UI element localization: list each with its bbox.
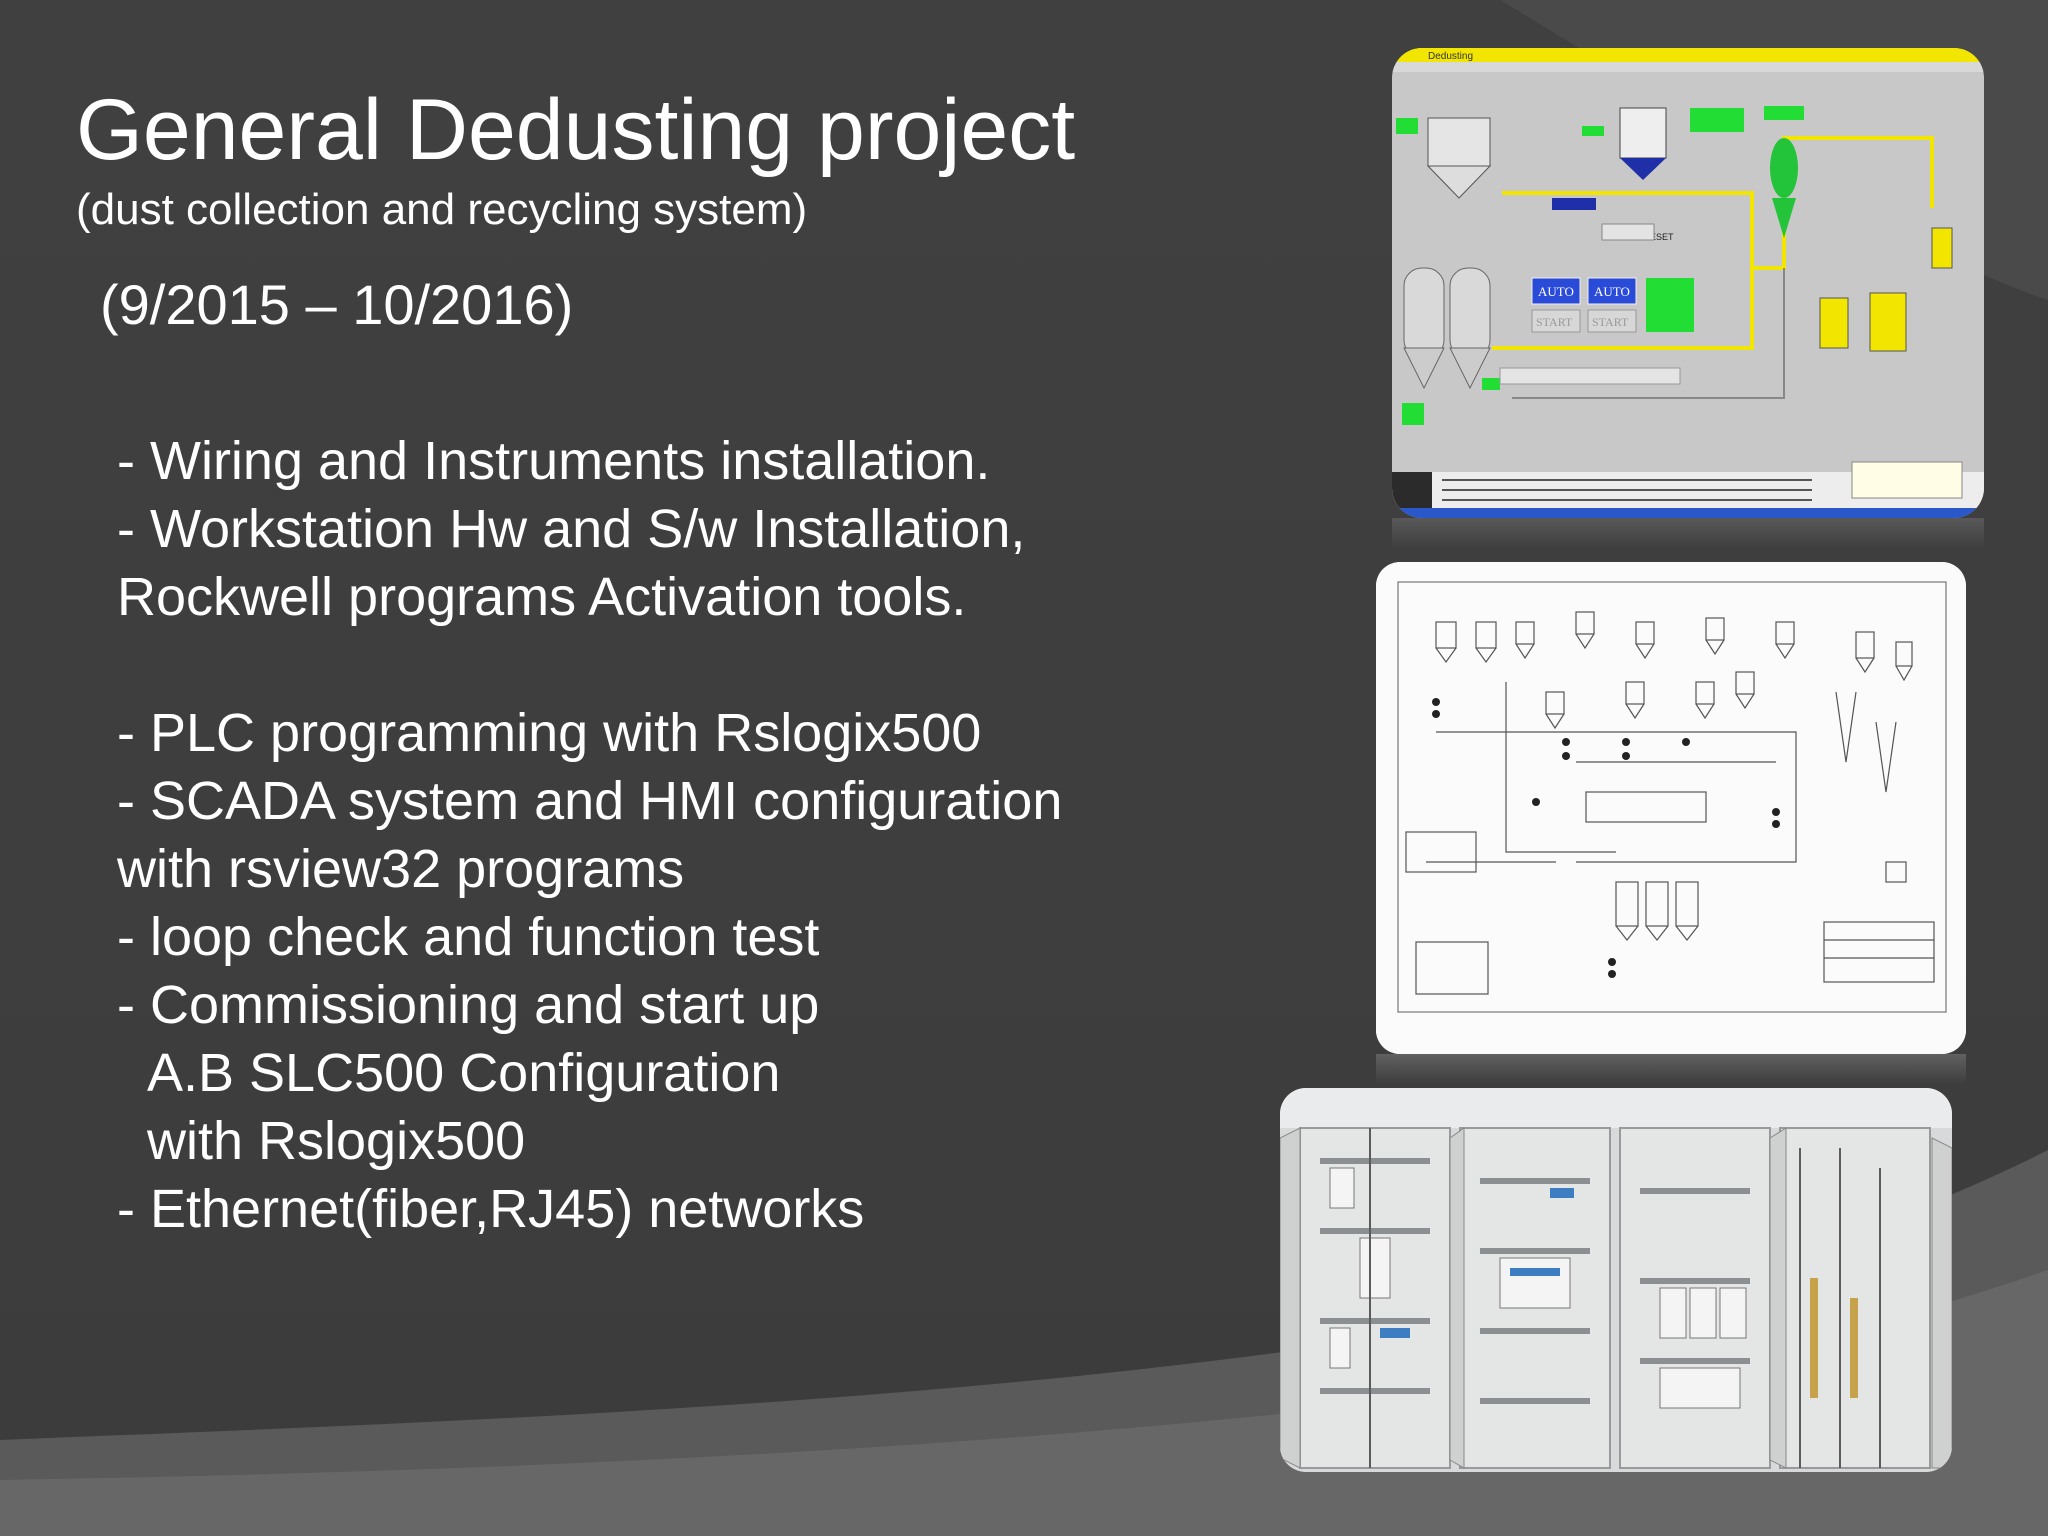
image-reflection: [1376, 1054, 1966, 1084]
bullet-list: - Wiring and Instruments installation. -…: [117, 427, 1157, 1243]
bullet-line: - PLC programming with Rslogix500: [117, 703, 982, 763]
image-reflection: [1392, 518, 1984, 548]
project-dates: (9/2015 – 10/2016): [100, 273, 574, 336]
control-cabinet-photo: [1280, 1088, 1952, 1472]
bullet-line: with rsview32 programs: [117, 839, 685, 899]
bullet-line: - Ethernet(fiber,RJ45) networks: [117, 1179, 865, 1239]
bullet-line: - Commissioning and start up: [117, 975, 820, 1035]
bullet-line: - Wiring and Instruments installation.: [117, 431, 991, 491]
bullet-line: Rockwell programs Activation tools.: [117, 567, 967, 627]
hmi-auto-label: AUTO: [1594, 284, 1630, 299]
hmi-start-label: START: [1592, 315, 1629, 329]
bullet-line: - loop check and function test: [117, 907, 820, 967]
engineering-drawing-image: [1376, 562, 1966, 1054]
hmi-auto-label: AUTO: [1538, 284, 1574, 299]
bullet-line: A.B SLC500 Configuration: [147, 1043, 781, 1103]
hmi-screenshot-image: Dedusting: [1392, 48, 1984, 518]
bullet-line: with Rslogix500: [147, 1111, 526, 1171]
bullet-line: - SCADA system and HMI configuration: [117, 771, 1063, 831]
bullet-line: - Workstation Hw and S/w Installation,: [117, 499, 1026, 559]
slide-title: General Dedusting project: [76, 82, 1076, 178]
hmi-title-text: Dedusting: [1428, 51, 1473, 62]
hmi-start-label: START: [1536, 315, 1573, 329]
slide-subtitle: (dust collection and recycling system): [76, 185, 808, 234]
bullet-spacer: [117, 631, 1157, 699]
